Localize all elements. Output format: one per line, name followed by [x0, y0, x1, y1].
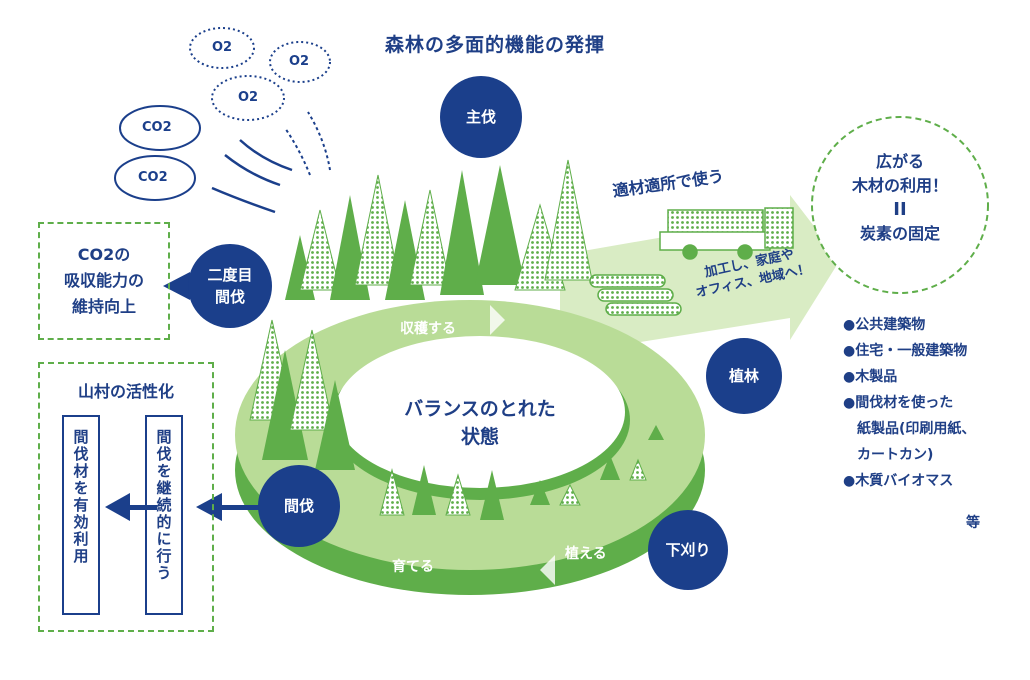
- ring-label-plant: 植える: [565, 546, 607, 562]
- outcome-circle: [811, 116, 989, 294]
- stage-planting: 植林: [706, 338, 782, 414]
- ring-chevron-plant: [540, 555, 555, 585]
- village-title: 山村の活性化: [77, 382, 174, 401]
- village-activation-box: 山村の活性化: [38, 362, 214, 632]
- village-col-1-text: 間伐を継続的に行う: [154, 429, 173, 582]
- o2-clouds: [189, 27, 331, 121]
- diagram-title: 森林の多面的機能の発揮: [384, 34, 605, 56]
- truck-icon: [659, 207, 794, 260]
- village-col-effective-use: 間伐材を有効利用: [62, 415, 100, 615]
- stage-thinning: 間伐: [258, 465, 340, 547]
- village-col-2-text: 間伐材を有効利用: [71, 429, 90, 565]
- o2-label-c: O2: [238, 90, 259, 105]
- ring-hole: [335, 336, 625, 488]
- forest-trees: [249, 159, 664, 520]
- outcome-equals: II: [893, 199, 907, 220]
- o2-outflow-arrows: [284, 111, 331, 176]
- list-item: ●公共建築物: [843, 317, 926, 333]
- list-item: ●間伐材を使った: [843, 395, 954, 411]
- co2-clouds: [114, 105, 201, 201]
- stage-weeding-label: 下刈り: [665, 541, 711, 559]
- list-item: カートカン): [843, 447, 934, 463]
- o2-label-b: O2: [289, 54, 310, 69]
- center-line-2: 状態: [460, 426, 499, 448]
- center-text: バランスのとれた 状態: [380, 395, 580, 451]
- outcome-line-3: 炭素の固定: [859, 224, 940, 243]
- outcome-text: 広がる 木材の利用！ II 炭素の固定: [820, 150, 980, 246]
- stage-weeding: 下刈り: [648, 510, 728, 590]
- co2-inflow-arrows: [211, 139, 293, 214]
- o2-label-a: O2: [212, 40, 233, 55]
- outcome-line-1: 広がる: [875, 152, 924, 171]
- uses-etc: 等: [966, 515, 980, 531]
- co2-box-line-1: CO2の: [77, 245, 131, 264]
- list-item: ●木質バイオマス: [843, 473, 954, 489]
- ring-label-harvest: 収穫する: [400, 321, 456, 337]
- stage-second-thinning-label-1: 二度目: [207, 266, 253, 284]
- co2-label-b: CO2: [138, 170, 168, 185]
- stage-main-harvest-label: 主伐: [465, 108, 496, 126]
- timber-logs: [589, 274, 682, 316]
- ring-chevron-harvest: [490, 305, 505, 335]
- ring-label-grow: 育てる: [392, 559, 434, 575]
- stage-second-thinning-label-2: 間伐: [214, 288, 245, 306]
- co2-label-a: CO2: [142, 120, 172, 135]
- stage-planting-label: 植林: [728, 367, 759, 385]
- wood-uses-list: ●公共建築物 ●住宅・一般建築物 ●木製品 ●間伐材を使った 紙製品(印刷用紙、…: [843, 312, 975, 494]
- list-item: ●住宅・一般建築物: [843, 343, 968, 359]
- co2-absorption-box: CO2の 吸収能力の 維持向上: [38, 222, 170, 340]
- stage-thinning-label: 間伐: [283, 497, 314, 515]
- co2-box-line-2: 吸収能力の: [63, 271, 144, 290]
- village-col-continuous-thinning: 間伐を継続的に行う: [145, 415, 183, 615]
- outcome-line-2: 木材の利用！: [851, 176, 948, 195]
- stage-second-thinning: 二度目 間伐: [188, 244, 272, 328]
- list-item: ●木製品: [843, 369, 898, 385]
- center-line-1: バランスのとれた: [404, 398, 556, 420]
- stage-main-harvest: 主伐: [440, 76, 522, 158]
- co2-box-line-3: 維持向上: [71, 297, 136, 316]
- list-item: 紙製品(印刷用紙、: [843, 421, 976, 437]
